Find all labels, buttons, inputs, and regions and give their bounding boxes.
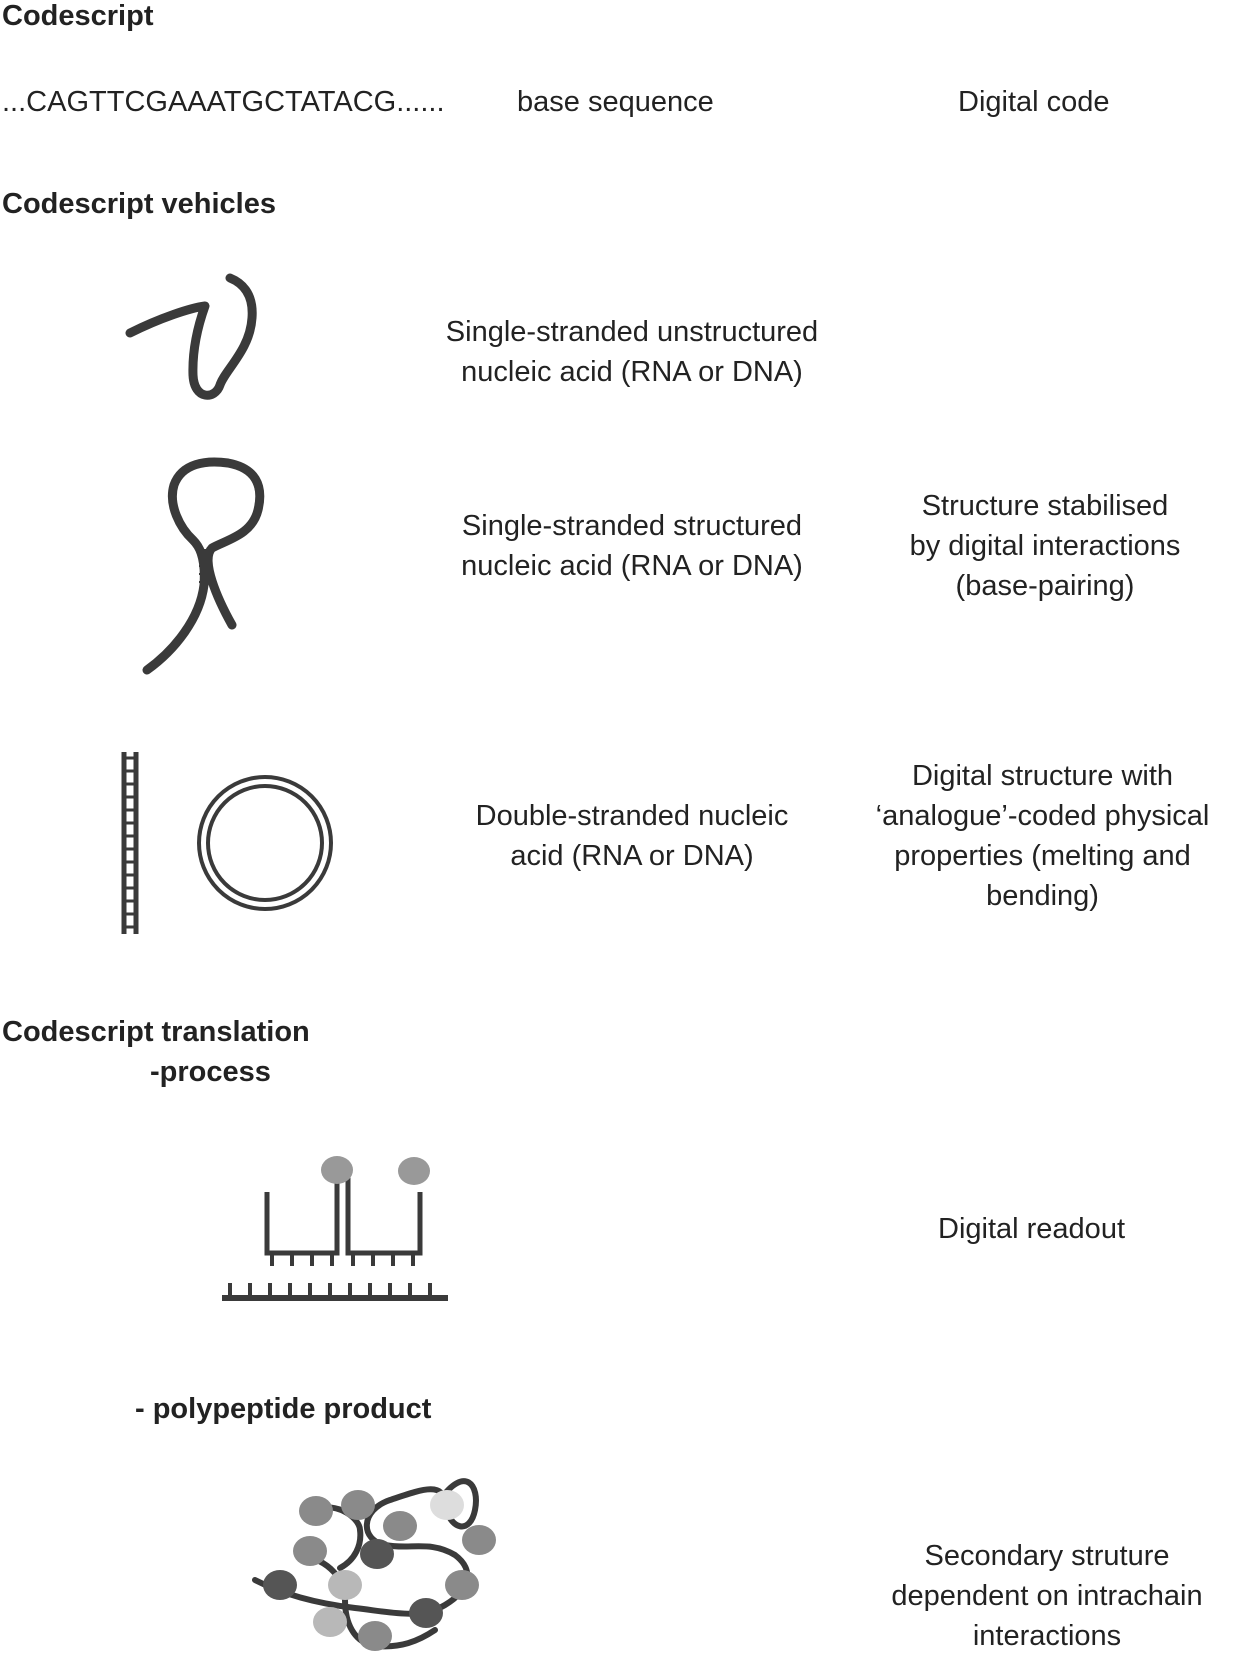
vehicle-2-note: Structure stabilised by digital interact… [860,486,1230,606]
residue-bead [430,1490,464,1520]
trna-2-icon [345,1170,423,1256]
residue-bead [445,1570,479,1600]
translation-heading: Codescript translation -process [2,1012,310,1092]
vehicle-2-label-line-1: Single-stranded structured [461,510,803,542]
base-sequence: ...CAGTTCGAAATGCTATACG...... [2,86,445,118]
vehicle-2-label: Single-stranded structured nucleic acid … [412,506,852,586]
vehicle-2-note-line-3: (base-pairing) [955,570,1135,602]
amino-acid-1-icon [321,1156,353,1184]
residue-bead [360,1539,394,1569]
vehicle-2-note-line-1: Structure stabilised [921,490,1169,522]
residue-bead [341,1490,375,1520]
polypeptide-note-line-3: interactions [972,1620,1122,1652]
residue-bead [358,1621,392,1651]
circular-duplex-icon [197,775,333,911]
residue-bead [462,1525,496,1555]
residue-bead [328,1570,362,1600]
polypeptide-note: Secondary struture dependent on intracha… [862,1536,1232,1656]
vehicle-1-label-line-1: Single-stranded unstructured [445,316,819,348]
vehicle-3-note-line-4: bending) [986,880,1099,912]
polypeptide-heading: - polypeptide product [135,1393,432,1425]
vehicle-3-note-line-2: ‘analogue’-coded physical [875,800,1210,832]
digital-code-label: Digital code [958,86,1110,118]
residue-bead [313,1607,347,1637]
vehicle-1-label: Single-stranded unstructured nucleic aci… [412,312,852,392]
vehicle-3-note: Digital structure with ‘analogue’-coded … [850,756,1235,916]
vehicles-heading: Codescript vehicles [2,188,276,220]
translation-heading-line-2: -process [150,1056,271,1088]
vehicle-3-label-line-2: acid (RNA or DNA) [510,840,754,872]
vehicle-3-label-line-1: Double-stranded nucleic [475,800,789,832]
residue-bead [409,1598,443,1628]
codescript-heading: Codescript [2,0,154,32]
translation-heading-line-1: Codescript translation [2,1016,310,1048]
polypeptide-note-line-1: Secondary struture [924,1540,1170,1572]
polypeptide-note-line-2: dependent on intrachain [891,1580,1203,1612]
vehicle-3-note-line-3: properties (melting and [894,840,1191,872]
vehicle-1-label-line-2: nucleic acid (RNA or DNA) [461,356,803,388]
residue-bead [293,1536,327,1566]
trna-1-icon [264,1170,340,1256]
residue-bead [383,1511,417,1541]
digital-readout-label: Digital readout [938,1213,1125,1245]
vehicle-2-label-line-2: nucleic acid (RNA or DNA) [461,550,803,582]
amino-acid-2-icon [398,1157,430,1185]
residue-bead [263,1570,297,1600]
linear-duplex-icon [121,752,139,934]
residue-bead [299,1496,333,1526]
base-sequence-label: base sequence [517,86,714,118]
vehicle-3-note-line-1: Digital structure with [911,760,1174,792]
vehicle-3-label: Double-stranded nucleic acid (RNA or DNA… [412,796,852,876]
base-pair-ticks [199,549,209,583]
vehicle-2-note-line-2: by digital interactions [909,530,1181,562]
